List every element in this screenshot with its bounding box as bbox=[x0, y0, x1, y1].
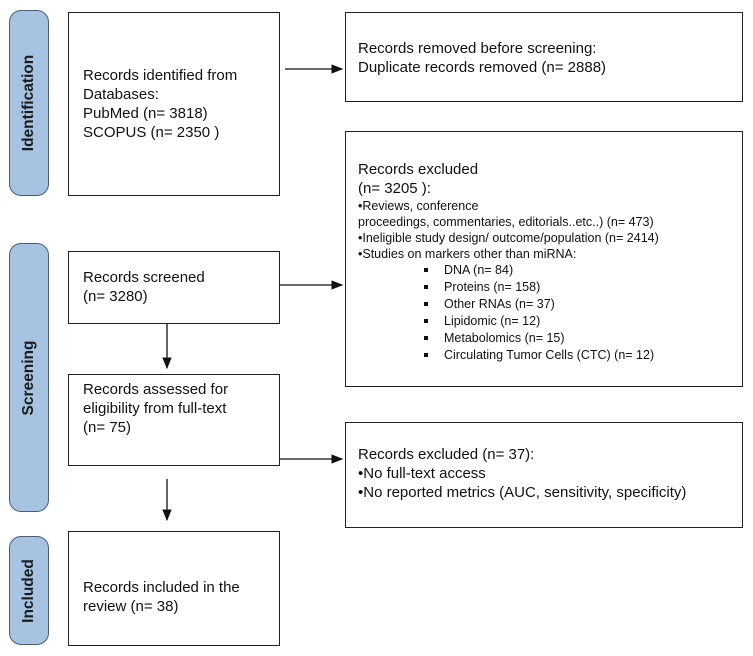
list-item: DNA (n= 84) bbox=[424, 262, 742, 279]
records-assessed-box: Records assessed for eligibility from fu… bbox=[68, 374, 280, 466]
excluded1-count: (n= 3205 ): bbox=[358, 180, 431, 197]
excluded1-title: Records excluded bbox=[358, 161, 479, 178]
removed-line2: Duplicate records removed (n= 2888) bbox=[358, 59, 607, 76]
screened-line2: (n= 3280) bbox=[83, 288, 148, 305]
phase-included: Included bbox=[9, 536, 49, 645]
assessed-line2: eligibility from full-text bbox=[83, 400, 227, 417]
records-excluded-screening-box: Records excluded (n= 3205 ): •Reviews, c… bbox=[345, 131, 743, 387]
records-removed-box: Records removed before screening: Duplic… bbox=[345, 12, 743, 102]
list-item: Metabolomics (n= 15) bbox=[424, 330, 742, 347]
excluded1-reason1a: •Reviews, conference bbox=[358, 199, 479, 213]
removed-line1: Records removed before screening: bbox=[358, 40, 597, 57]
marker-list: DNA (n= 84) Proteins (n= 158) Other RNAs… bbox=[358, 262, 742, 364]
identified-scopus: SCOPUS (n= 2350 ) bbox=[83, 124, 220, 141]
records-included-box: Records included in the review (n= 38) bbox=[68, 531, 280, 646]
excluded1-reason2: •Ineligible study design/ outcome/popula… bbox=[358, 231, 659, 245]
phase-screening: Screening bbox=[9, 243, 49, 512]
list-item: Other RNAs (n= 37) bbox=[424, 296, 742, 313]
records-screened-box: Records screened (n= 3280) bbox=[68, 251, 280, 324]
phase-identification: Identification bbox=[9, 10, 49, 196]
identified-line1: Records identified from bbox=[83, 67, 238, 84]
assessed-line3: (n= 75) bbox=[83, 419, 131, 436]
records-excluded-eligibility-box: Records excluded (n= 37): •No full-text … bbox=[345, 422, 743, 528]
excluded1-reason1b: proceedings, commentaries, editorials..e… bbox=[358, 215, 654, 229]
identified-line2: Databases: bbox=[83, 86, 159, 103]
included-line2: review (n= 38) bbox=[83, 598, 179, 615]
identified-pubmed: PubMed (n= 3818) bbox=[83, 105, 208, 122]
list-item: Lipidomic (n= 12) bbox=[424, 313, 742, 330]
screened-line1: Records screened bbox=[83, 269, 205, 286]
records-identified-box: Records identified from Databases: PubMe… bbox=[68, 12, 280, 196]
excluded1-reason3: •Studies on markers other than miRNA: bbox=[358, 247, 577, 261]
excluded2-line1: Records excluded (n= 37): bbox=[358, 446, 535, 463]
list-item: Circulating Tumor Cells (CTC) (n= 12) bbox=[424, 347, 742, 364]
assessed-line1: Records assessed for bbox=[83, 381, 229, 398]
excluded2-line2: •No full-text access bbox=[358, 465, 486, 482]
list-item: Proteins (n= 158) bbox=[424, 279, 742, 296]
included-line1: Records included in the bbox=[83, 579, 240, 596]
excluded2-line3: •No reported metrics (AUC, sensitivity, … bbox=[358, 484, 687, 501]
